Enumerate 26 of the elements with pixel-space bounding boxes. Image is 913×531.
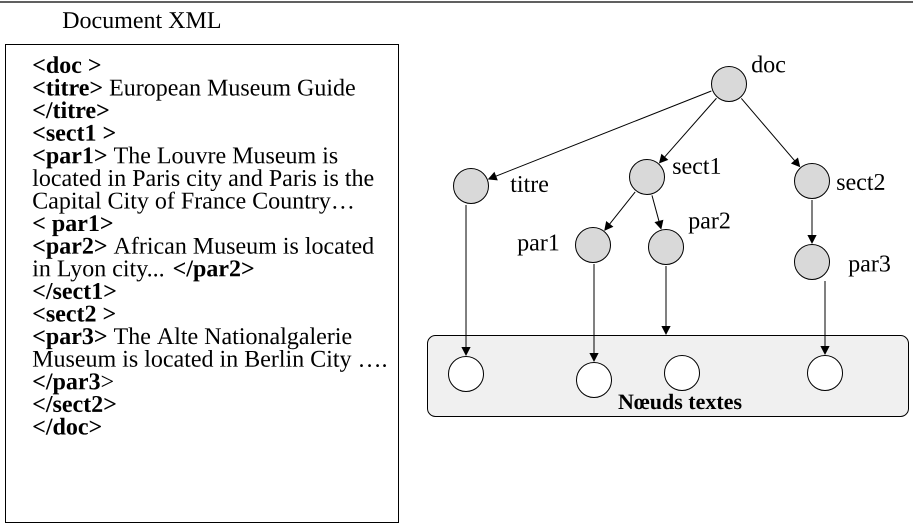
arrow — [604, 191, 636, 231]
xml-line: < par1> — [33, 215, 112, 236]
xml-line: </par3> — [33, 373, 113, 394]
xml-line: </sect2> — [33, 396, 116, 412]
xml-line: <par1> The Louvre Museum is located in Paris city and Paris is the Capital City of France Country… — [32, 146, 374, 214]
xml-line: </sect1> — [33, 283, 116, 300]
node-label: par3 — [848, 256, 890, 276]
xml-line: </titre> — [33, 101, 108, 118]
text-node-circle — [576, 362, 612, 398]
xml-line: </doc> — [33, 418, 101, 435]
node-label: titre — [510, 176, 548, 192]
text-node-circle — [448, 356, 484, 392]
xml-line: <sect1 > — [33, 124, 115, 141]
xml-line: <par3> The Alte Nationalgalerie Museum is located in Berlin City …. — [32, 327, 386, 372]
node-label: sect1 — [673, 158, 720, 174]
box-heading: Document XML — [62, 12, 220, 28]
xml-line: <titre> European Museum Guide — [33, 78, 355, 101]
node-label: sect2 — [837, 174, 884, 190]
xml-line: <sect2 > — [33, 306, 115, 322]
xml-line: <doc > — [33, 56, 100, 74]
node-label: doc — [752, 56, 786, 72]
node-label: par2 — [688, 212, 730, 234]
node-label: par1 — [518, 234, 558, 256]
text-node-circle — [807, 355, 843, 391]
xml-line: <par2> African Museum is located in Lyon city... </par2> — [32, 236, 374, 282]
text-node-circle — [664, 355, 700, 391]
